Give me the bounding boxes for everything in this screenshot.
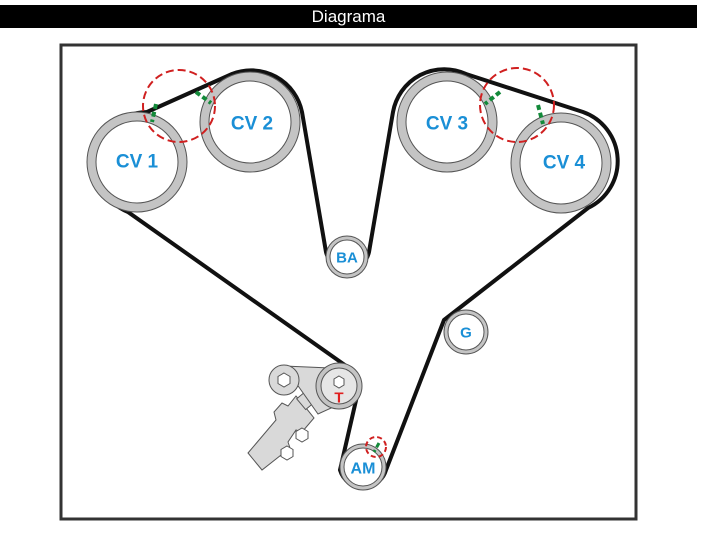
pulley-cv3: CV 3 — [396, 71, 498, 173]
pulley-label: T — [334, 390, 343, 407]
timing-mark-am — [372, 442, 381, 453]
pulley-am: AM — [339, 443, 387, 491]
pulley-label: CV 2 — [231, 114, 273, 135]
hex-bolt-icon — [277, 372, 291, 388]
diagram-frame — [59, 43, 638, 521]
highlight-circles — [142, 67, 555, 458]
highlight-circle-am — [365, 436, 387, 458]
hex-nut-icon — [280, 445, 294, 461]
pulley-label: CV 1 — [116, 152, 159, 173]
timing-mark-cv1 — [150, 103, 158, 123]
timing-mark-cv4 — [536, 104, 545, 125]
timing-marks — [150, 90, 545, 453]
pulley-cv1: CV 1 — [86, 111, 188, 213]
pulley-g: G — [443, 309, 489, 355]
pulley-label: CV 4 — [543, 153, 586, 174]
title-text: Diagrama — [311, 7, 386, 26]
timing-mark-cv3 — [483, 90, 502, 106]
highlight-circle-cv3-cv4 — [479, 67, 555, 143]
pulley-cv2: CV 2 — [199, 71, 301, 173]
pulley-label: G — [460, 325, 472, 342]
pulley-label: BA — [336, 250, 358, 267]
hex-nut-icon — [295, 427, 309, 443]
title-bar: Diagrama — [0, 5, 697, 28]
pulley-t: T — [315, 362, 363, 410]
highlight-circle-cv1-cv2 — [142, 69, 216, 143]
pulley-cv4: CV 4 — [510, 112, 612, 214]
pulley-ba: BA — [325, 235, 369, 279]
pulley-label: AM — [351, 461, 376, 478]
timing-mark-cv2 — [194, 90, 213, 105]
pulley-label: CV 3 — [426, 114, 468, 135]
hex-bolt-icon — [333, 375, 345, 389]
